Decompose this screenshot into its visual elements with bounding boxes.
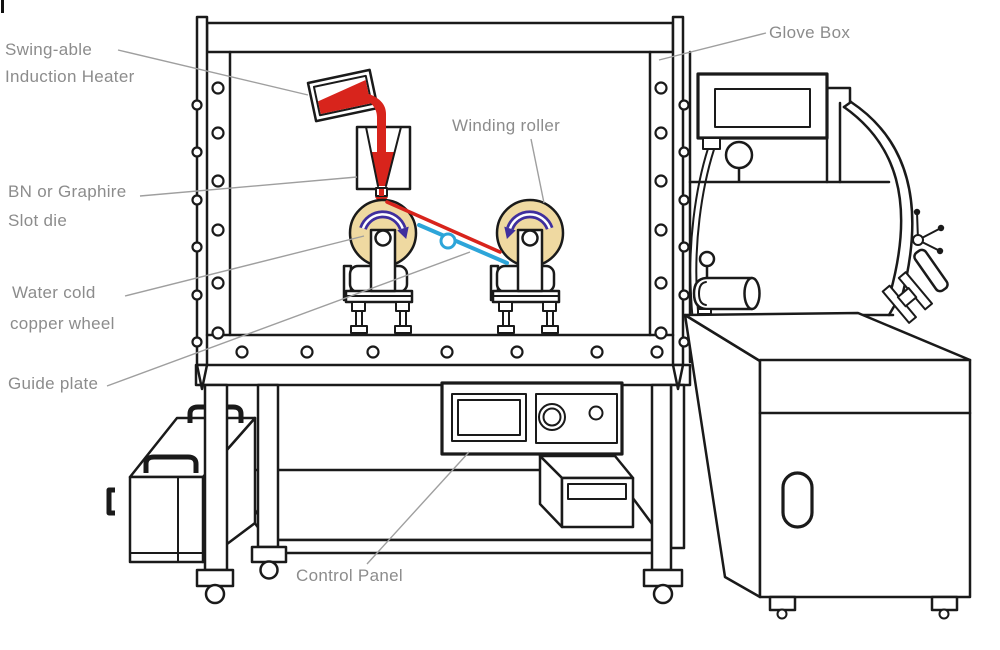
funnel-wall-left xyxy=(365,126,379,187)
label-copper-wheel-1: Water cold xyxy=(12,283,96,302)
molten-metal xyxy=(318,79,371,115)
frame-right-post-wedge xyxy=(671,363,685,391)
cabinet-caster-right xyxy=(938,608,950,620)
guide-plate-pivot xyxy=(439,232,457,250)
port-valve xyxy=(698,250,716,268)
side-display-screen xyxy=(714,88,811,128)
leader-control-panel xyxy=(366,451,470,565)
leader-copper-wheel xyxy=(124,235,365,297)
label-induction-heater-2: Induction Heater xyxy=(5,67,135,86)
label-guide-plate: Guide plate xyxy=(8,374,98,393)
frame-right-post xyxy=(671,15,685,367)
cabinet-foot-left xyxy=(768,595,797,612)
label-winding-roller: Winding roller xyxy=(452,116,560,135)
work-bench xyxy=(106,363,692,605)
table-leg-front-right xyxy=(650,383,673,572)
frame-bolts-right-column xyxy=(654,81,668,340)
case-latch xyxy=(106,487,115,516)
table-foot-front-right xyxy=(642,568,684,588)
label-glove-box: Glove Box xyxy=(769,23,850,42)
leader-induction-heater xyxy=(117,49,309,96)
glove-box-side-view xyxy=(688,50,949,379)
frame-top-band xyxy=(205,21,675,54)
table-leg-front-left xyxy=(203,383,229,572)
shelf-front-edge xyxy=(275,538,666,555)
frame-bolts-bottom-row xyxy=(235,345,664,359)
table-foot-back-left xyxy=(250,545,288,564)
door-outer-arc xyxy=(849,100,914,302)
cabinet-left-face xyxy=(683,313,762,599)
label-induction-heater-1: Swing-able xyxy=(5,40,92,59)
table-leg-back-right xyxy=(669,383,686,550)
table-foot-front-left xyxy=(195,568,235,588)
frame-left-post-wedge xyxy=(195,363,209,391)
device-slot xyxy=(567,483,627,500)
metal-ribbon xyxy=(385,200,502,254)
port-mount xyxy=(697,308,712,315)
case-front xyxy=(128,475,205,564)
rotation-arrow-head xyxy=(504,226,516,239)
induction-heater-crucible xyxy=(306,68,379,123)
frame-bolts-left-column xyxy=(211,81,225,340)
guide-plate-line xyxy=(417,223,509,265)
door-top-cap xyxy=(842,100,853,109)
cabinet-caster-left xyxy=(776,608,788,620)
label-slot-die-2: Slot die xyxy=(8,211,67,230)
door-lever xyxy=(913,248,949,293)
wheel-hub xyxy=(374,229,392,247)
antechamber-port xyxy=(692,250,761,315)
door-top-bracket xyxy=(825,86,852,104)
glove-box-front-frame xyxy=(191,15,690,391)
melt-in-die-stream xyxy=(377,120,386,157)
label-copper-wheel-2: copper wheel xyxy=(10,314,115,333)
door-hand-wheel xyxy=(912,208,945,255)
funnel-wall-right xyxy=(385,126,402,187)
case-handle-front[interactable] xyxy=(143,454,199,473)
leader-slot-die xyxy=(139,176,358,197)
port-inner-arc xyxy=(698,281,707,306)
scan-artifact xyxy=(1,0,4,13)
roller-hub xyxy=(521,229,539,247)
spoke-knob xyxy=(913,208,921,216)
labels: Swing-able Induction Heater BN or Graphi… xyxy=(5,23,850,585)
control-screen xyxy=(457,399,521,436)
port-end-cap xyxy=(743,276,761,311)
leader-winding-roller xyxy=(530,138,545,204)
spoke-knob xyxy=(937,224,945,232)
label-slot-die-1: BN or Graphire xyxy=(8,182,127,201)
shelf-device xyxy=(538,454,635,529)
frame-bolts-left-edge xyxy=(191,99,203,348)
pressure-gauge xyxy=(724,140,754,170)
melt-in-nozzle xyxy=(379,189,384,196)
leader-glove-box xyxy=(658,32,767,61)
winding-roller-wheel xyxy=(495,198,565,293)
frame-bolts-right-edge xyxy=(678,99,690,348)
door-inner-arc xyxy=(842,105,903,296)
portable-case xyxy=(106,404,257,564)
control-button[interactable] xyxy=(588,405,604,421)
cabinet-door-handle[interactable] xyxy=(781,471,814,529)
cabinet-foot-right xyxy=(930,595,959,612)
leader-lines xyxy=(106,32,767,565)
rotation-arrow-head xyxy=(397,226,409,239)
label-control-panel: Control Panel xyxy=(296,566,403,585)
door-clamp xyxy=(881,271,934,324)
table-caster-front-left xyxy=(204,583,226,605)
table-caster-front-right xyxy=(652,583,674,605)
display-connector xyxy=(702,137,721,150)
table-caster-back-left xyxy=(259,560,279,580)
slot-die xyxy=(355,120,412,206)
leader-guide-plate xyxy=(106,251,471,387)
control-panel xyxy=(440,381,624,456)
chiller-cabinet xyxy=(683,311,972,620)
spoke-knob xyxy=(936,247,944,255)
wheel-hub xyxy=(912,234,924,246)
control-knob-center[interactable] xyxy=(542,407,562,427)
table-leg-back-left xyxy=(256,383,280,549)
